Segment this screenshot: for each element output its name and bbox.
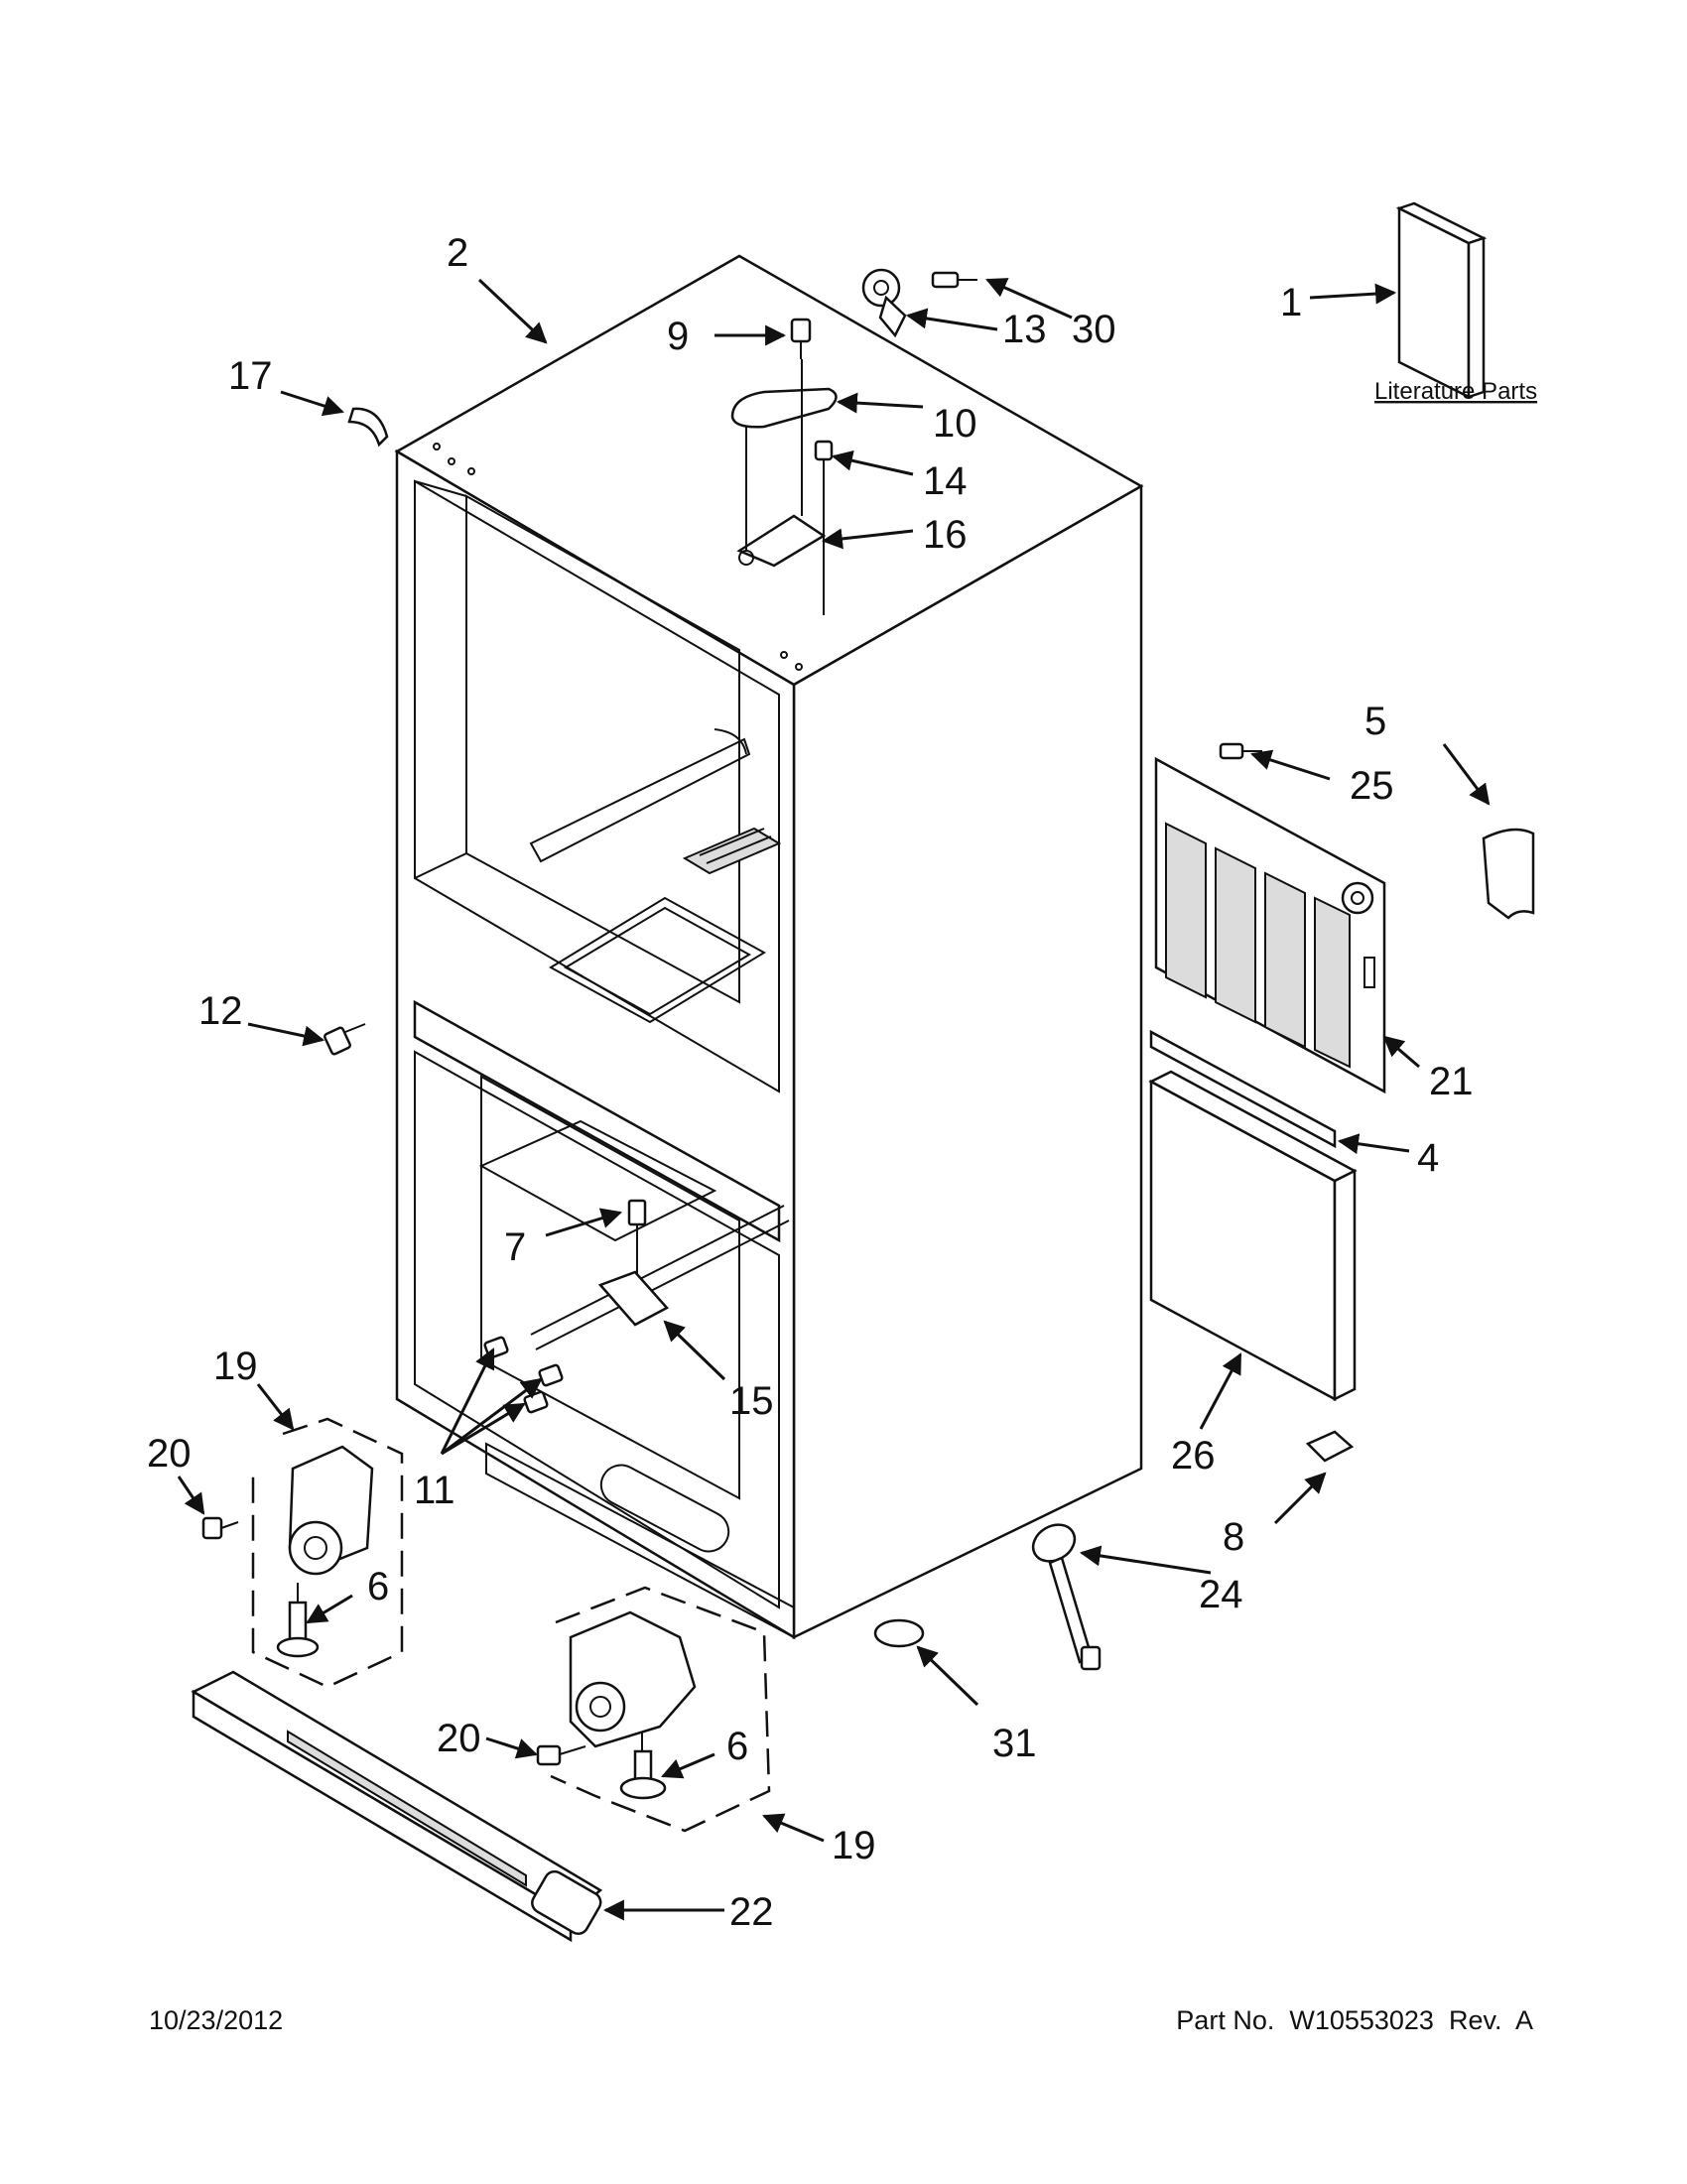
callout-1: 1 (1280, 281, 1302, 324)
callout-5: 5 (1364, 700, 1386, 743)
callout-25: 25 (1350, 764, 1394, 808)
rear-access-panel-21 (1154, 756, 1386, 1094)
callout-6-rear: 6 (726, 1725, 748, 1768)
callout-21: 21 (1429, 1060, 1474, 1103)
callout-9: 9 (667, 315, 689, 358)
leader-arrows (177, 278, 1491, 1921)
part-8 (1305, 1430, 1355, 1463)
strip-4 (1149, 1029, 1337, 1149)
hinge-bracket-13 (861, 268, 907, 338)
rear-roller-assembly (536, 1586, 771, 1833)
callout-4: 4 (1417, 1136, 1439, 1180)
screw-12 (324, 1023, 366, 1056)
clip-5 (1482, 828, 1535, 920)
callout-10: 10 (933, 402, 977, 446)
callout-11: 11 (414, 1469, 455, 1512)
screw-20-rear (536, 1744, 586, 1766)
callout-31: 31 (992, 1722, 1037, 1765)
callout-2: 2 (447, 231, 468, 275)
callout-19-rear: 19 (832, 1824, 876, 1867)
screw-30 (931, 271, 977, 289)
cabinet (394, 254, 1144, 1640)
callout-30: 30 (1072, 308, 1116, 351)
callout-17: 17 (228, 354, 273, 398)
front-roller-assembly (201, 1417, 404, 1689)
footer-date: 10/23/2012 (149, 2005, 283, 2035)
vent-grille (682, 827, 782, 875)
callout-16: 16 (923, 513, 968, 557)
gasket-31 (873, 1618, 925, 1648)
callout-13: 13 (1002, 308, 1047, 351)
footer-part-number: Part No. W10553023 Rev. A (1176, 2005, 1533, 2035)
callout-numbers: 1 2 9 10 14 16 13 30 17 12 25 5 21 4 7 1… (147, 231, 1474, 1934)
panel-26 (1148, 1070, 1358, 1402)
base-grille-22 (191, 1670, 603, 1943)
literature-parts-1 (1395, 201, 1488, 400)
tubing-17 (347, 407, 389, 448)
hinge-cover-10 (730, 387, 838, 429)
callout-20-rear: 20 (437, 1717, 481, 1760)
callout-22: 22 (729, 1890, 774, 1934)
callout-24: 24 (1199, 1573, 1243, 1616)
hinge-screw-9 (790, 318, 812, 359)
callout-14: 14 (923, 459, 968, 503)
callout-26: 26 (1171, 1434, 1216, 1477)
callout-7: 7 (504, 1225, 526, 1269)
part-24 (1031, 1523, 1102, 1671)
callout-15: 15 (729, 1379, 774, 1423)
literature-label: Literature Parts (1374, 378, 1537, 405)
callout-20-front: 20 (147, 1432, 192, 1476)
screw-25 (1219, 742, 1262, 760)
screw-20-front (201, 1516, 239, 1540)
callout-8: 8 (1223, 1515, 1244, 1559)
callout-19-front: 19 (213, 1345, 258, 1388)
bracket-15 (597, 1270, 669, 1327)
callout-12: 12 (198, 989, 243, 1033)
callout-6-front: 6 (367, 1565, 389, 1608)
